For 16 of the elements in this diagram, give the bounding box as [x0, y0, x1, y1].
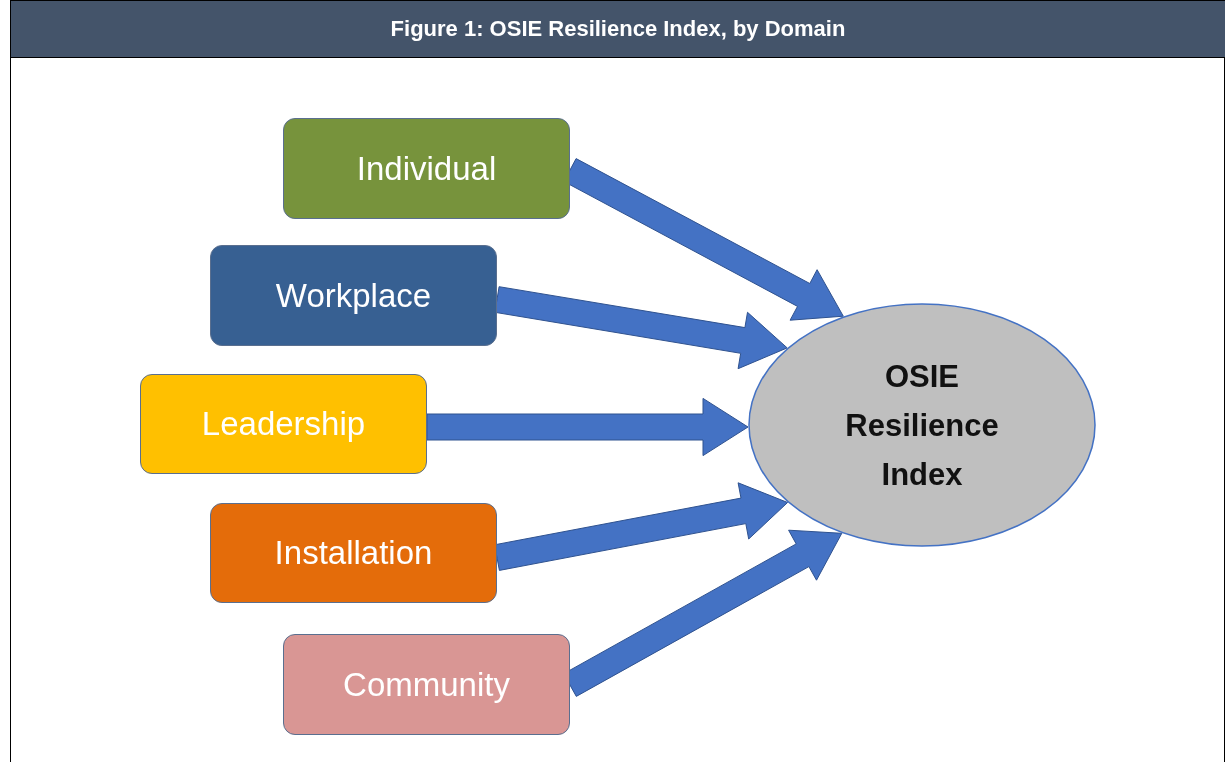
block-arrow: [494, 482, 789, 571]
box-label: Workplace: [275, 276, 432, 315]
box-label: Installation: [274, 534, 433, 572]
domain-box: [140, 374, 427, 474]
box-label: Community: [343, 665, 510, 704]
domain-box: [283, 118, 570, 219]
domain-box: [283, 634, 570, 735]
domain-box: [210, 245, 497, 346]
box-label: Leadership: [201, 405, 366, 443]
domain-box: [210, 503, 497, 603]
box-label: Individual: [356, 149, 497, 188]
oval-node: [748, 303, 1096, 547]
block-arrow: [494, 286, 788, 370]
block-arrow: [426, 397, 749, 457]
node-label: OSIE Resilience Index: [844, 357, 1000, 494]
figure-title: Figure 1: OSIE Resilience Index, by Domain: [390, 16, 846, 42]
